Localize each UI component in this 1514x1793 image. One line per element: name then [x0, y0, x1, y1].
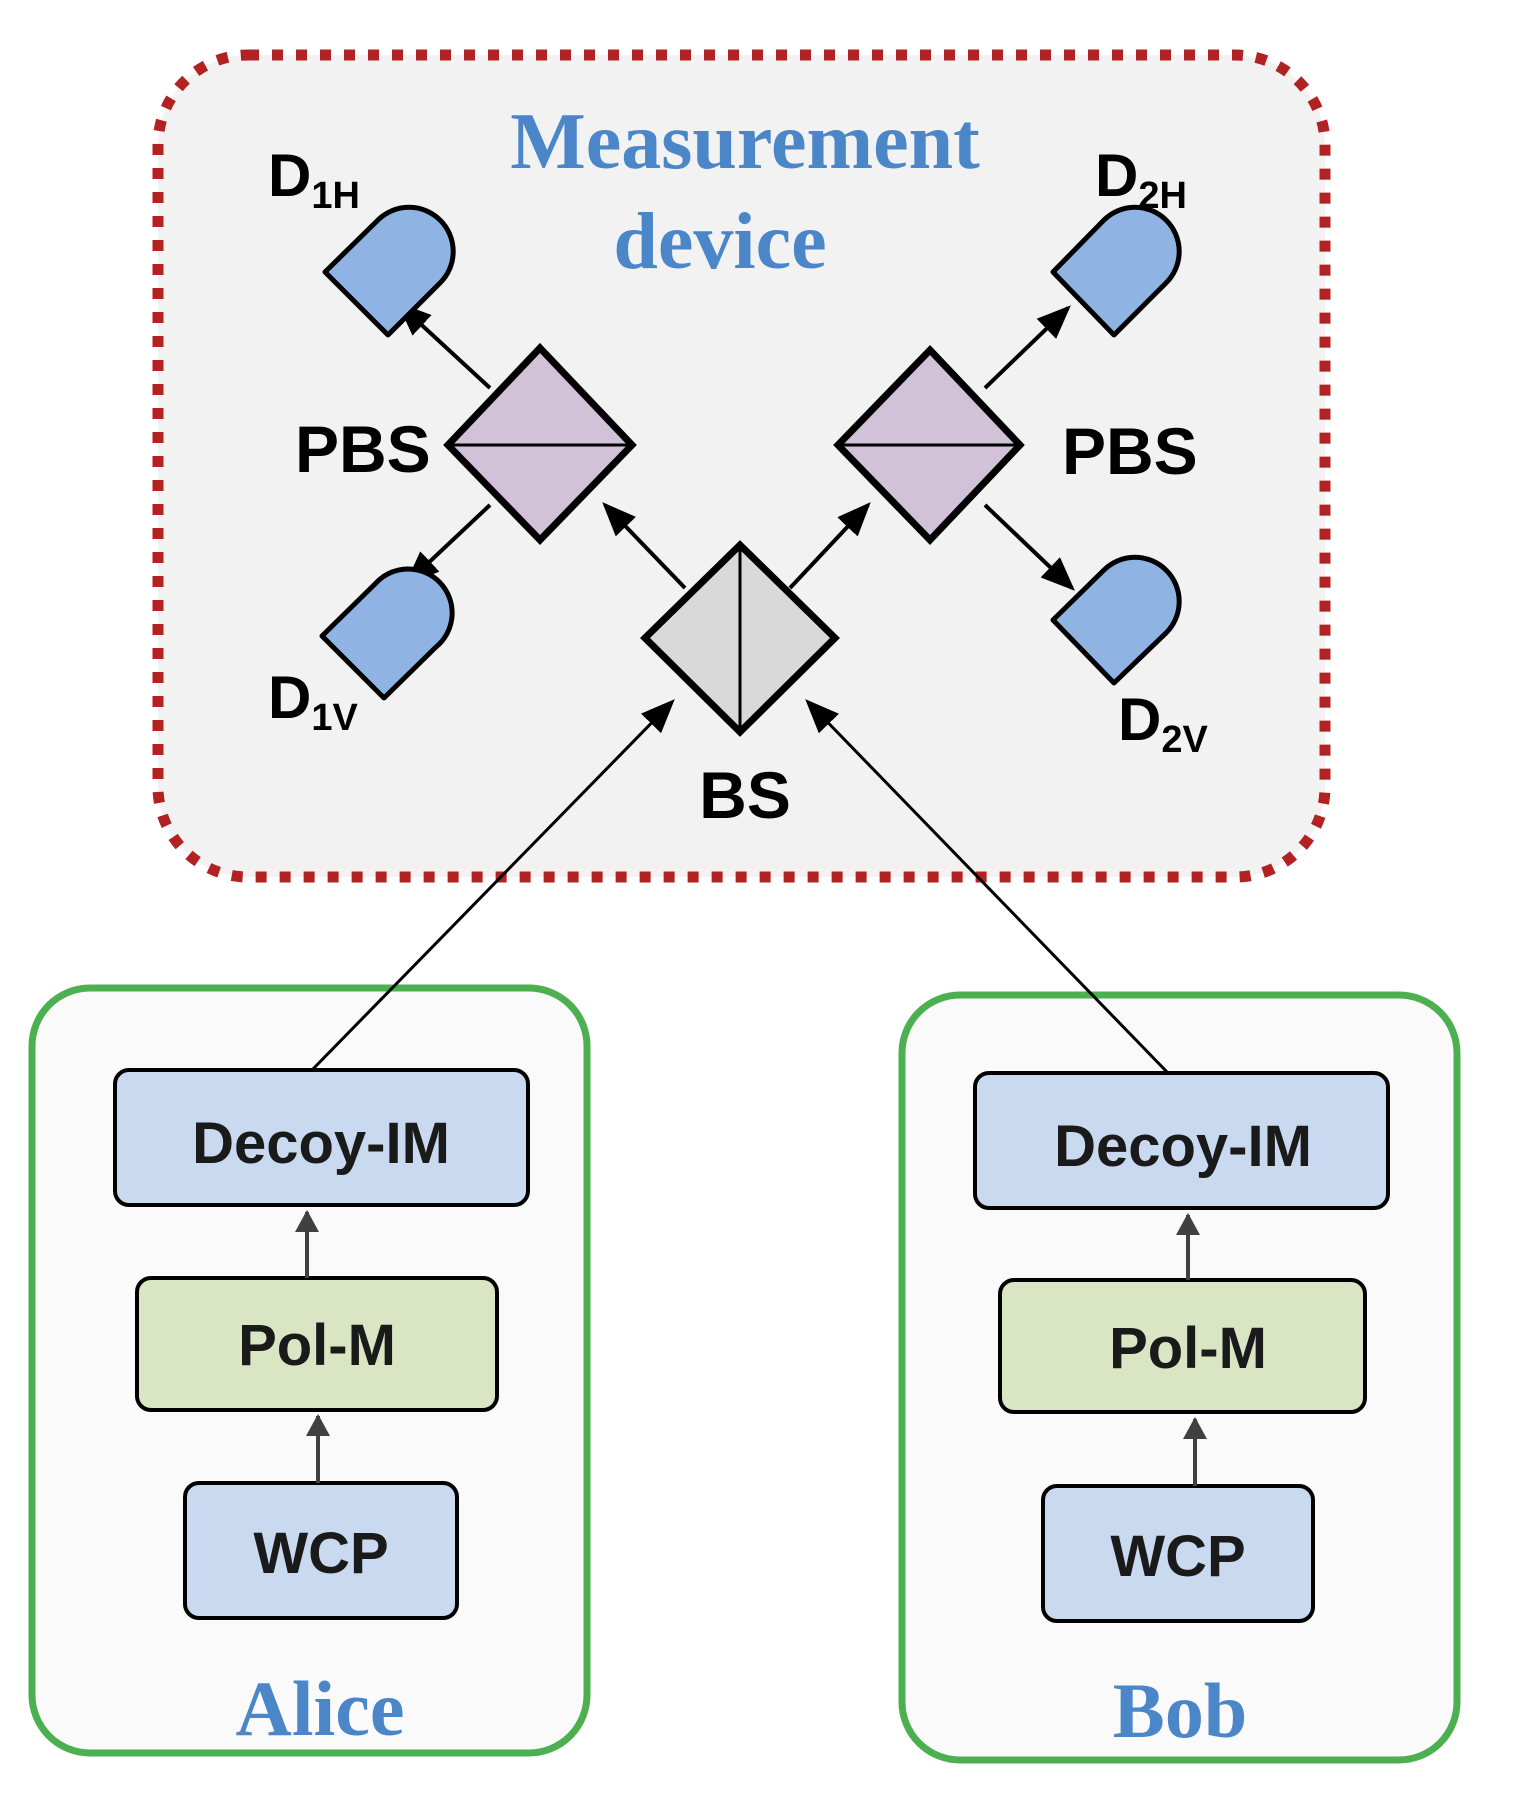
beam-pbsleft-to-d1h [397, 302, 492, 390]
label-d2v: D2V [1118, 686, 1208, 761]
measurement-device-title-line2: device [613, 198, 826, 286]
beam-bs-to-pbsright [788, 502, 871, 590]
bob-name: Bob [1113, 1667, 1247, 1754]
label-d1v: D1V [268, 664, 358, 739]
bob-wcp-label: WCP [1110, 1524, 1245, 1589]
alice-polm-label: Pol-M [238, 1313, 396, 1378]
pbs-right [833, 344, 1025, 546]
label-d1h: D1H [268, 142, 360, 217]
label-pbs-left: PBS [295, 412, 431, 486]
label-bs: BS [699, 758, 791, 832]
detector-d1h [322, 204, 456, 338]
label-pbs-right: PBS [1062, 414, 1198, 488]
bob-wcp-box [1041, 1484, 1315, 1623]
detector-d1v [319, 566, 455, 701]
bob-polm-box [998, 1278, 1367, 1414]
bob-decoy-label: Decoy-IM [1054, 1114, 1312, 1179]
label-d2h: D2H [1095, 142, 1187, 217]
bob-polm-label: Pol-M [1109, 1316, 1267, 1381]
detector-d2v [1050, 554, 1182, 686]
beam-bob-to-bs [805, 699, 1170, 1075]
alice-decoy-label: Decoy-IM [192, 1111, 450, 1176]
measurement-device-title-line1: Measurement [510, 98, 980, 186]
beam-pbsright-to-d2v [983, 503, 1075, 591]
bob-decoy-box [973, 1071, 1390, 1210]
alice-decoy-box [113, 1068, 530, 1207]
alice-name: Alice [236, 1665, 405, 1752]
beam-bs-to-pbsleft [602, 502, 687, 590]
beam-splitter [640, 540, 840, 737]
alice-wcp-box [183, 1481, 459, 1620]
alice-wcp-label: WCP [253, 1521, 388, 1586]
detector-d2h [1050, 204, 1182, 338]
pbs-left [443, 342, 637, 546]
beam-pbsright-to-d2h [983, 305, 1071, 390]
alice-polm-box [135, 1276, 499, 1412]
beam-alice-to-bs [310, 699, 675, 1072]
